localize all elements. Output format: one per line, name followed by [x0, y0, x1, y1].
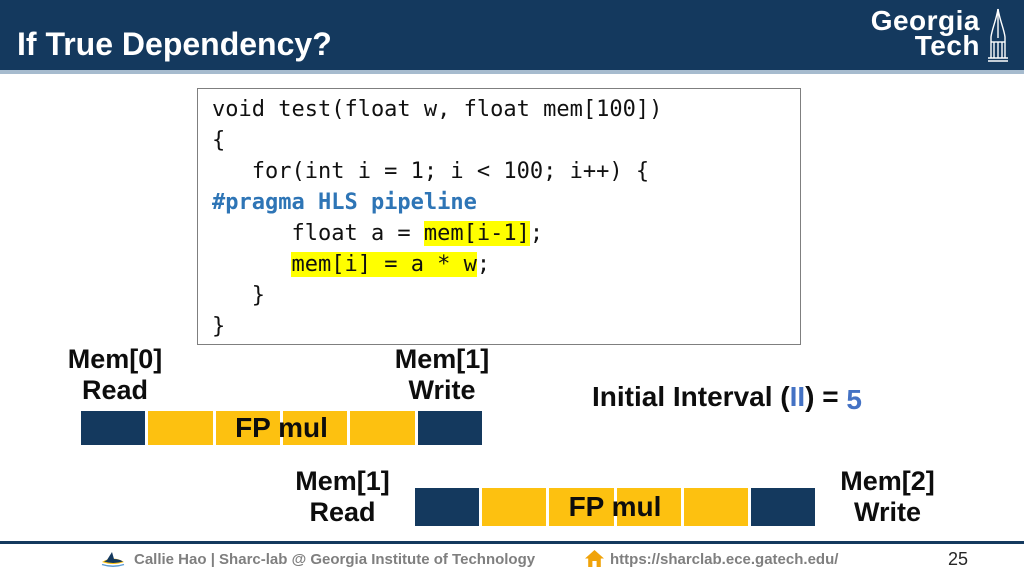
mem2-write-line1: Mem[2]: [840, 466, 935, 496]
pipeline-bar-1: FP mul: [81, 411, 482, 445]
pipeline-cell-gold: [482, 488, 547, 526]
footer-bar: Callie Hao | Sharc-lab @ Georgia Institu…: [0, 545, 1024, 576]
mem1-read-line1: Mem[1]: [295, 466, 390, 496]
footer-url-link[interactable]: https://sharclab.ece.gatech.edu/: [610, 551, 839, 568]
pipeline-cell-gold: [683, 488, 748, 526]
pipeline-cell-gold: [350, 411, 415, 445]
gt-logo-line2: Tech: [914, 30, 980, 61]
header-underline: [0, 70, 1024, 74]
pipeline-cell-gold: [549, 488, 614, 526]
mem0-read-line2: Read: [81, 375, 149, 405]
header-bar: If True Dependency? Georgia Tech: [0, 0, 1024, 70]
sharc-lab-logo-icon: [101, 552, 125, 567]
code-block: void test(float w, float mem[100]) { for(…: [197, 88, 801, 345]
page-title: If True Dependency?: [17, 26, 332, 62]
pipeline-bar-1-cells: [81, 411, 482, 445]
tech-tower-icon: [988, 8, 1008, 62]
code-line: }: [212, 314, 226, 339]
interval-value: 5: [846, 384, 862, 415]
interval-mid: ) =: [805, 381, 847, 412]
pipeline-cell-navy: [417, 411, 482, 445]
mem1-write-line2: Write: [408, 375, 476, 405]
mem0-read-label: Mem[0] Read: [40, 344, 190, 406]
interval-ii: II: [789, 381, 806, 412]
code-line: void test(float w, float mem[100]): [212, 97, 663, 122]
mem1-write-line1: Mem[1]: [394, 344, 490, 374]
mem1-read-label: Mem[1] Read: [275, 466, 410, 528]
pipeline-bar-2-cells: [415, 488, 816, 526]
page-number: 25: [948, 549, 969, 569]
pipeline-cell-navy: [750, 488, 816, 526]
mem0-read-line1: Mem[0]: [67, 344, 163, 374]
code-line: for(int i = 1; i < 100; i++) {: [212, 159, 650, 184]
interval-prefix: Initial Interval (: [592, 381, 790, 412]
pipeline-cell-gold: [282, 411, 348, 445]
georgia-tech-wordmark: Georgia Tech: [870, 5, 980, 61]
code-line: #pragma HLS pipeline: [212, 190, 477, 215]
initial-interval-text: Initial Interval (II) = 5: [592, 381, 862, 415]
footer-divider: [0, 541, 1024, 544]
gt-logo-line1: Georgia: [870, 5, 980, 36]
mem2-write-line2: Write: [853, 497, 921, 527]
pipeline-bar-2: FP mul: [415, 488, 816, 526]
pipeline-cell-gold: [215, 411, 280, 445]
mem1-read-line2: Read: [309, 497, 376, 527]
mem2-write-label: Mem[2] Write: [820, 466, 955, 528]
code-line: mem[i] = a * w;: [291, 252, 491, 277]
home-icon: [585, 550, 604, 567]
footer-credit: Callie Hao | Sharc-lab @ Georgia Institu…: [134, 551, 536, 568]
pipeline-cell-gold: [616, 488, 681, 526]
code-line: float a = mem[i-1];: [212, 221, 544, 246]
georgia-tech-logo: Georgia Tech: [870, 5, 1012, 66]
pipeline-cell-navy: [415, 488, 480, 526]
code-line: }: [212, 283, 265, 308]
code-line: {: [212, 128, 226, 153]
mem1-write-label: Mem[1] Write: [367, 344, 517, 406]
pipeline-cell-gold: [148, 411, 213, 445]
pipeline-cell-navy: [81, 411, 146, 445]
